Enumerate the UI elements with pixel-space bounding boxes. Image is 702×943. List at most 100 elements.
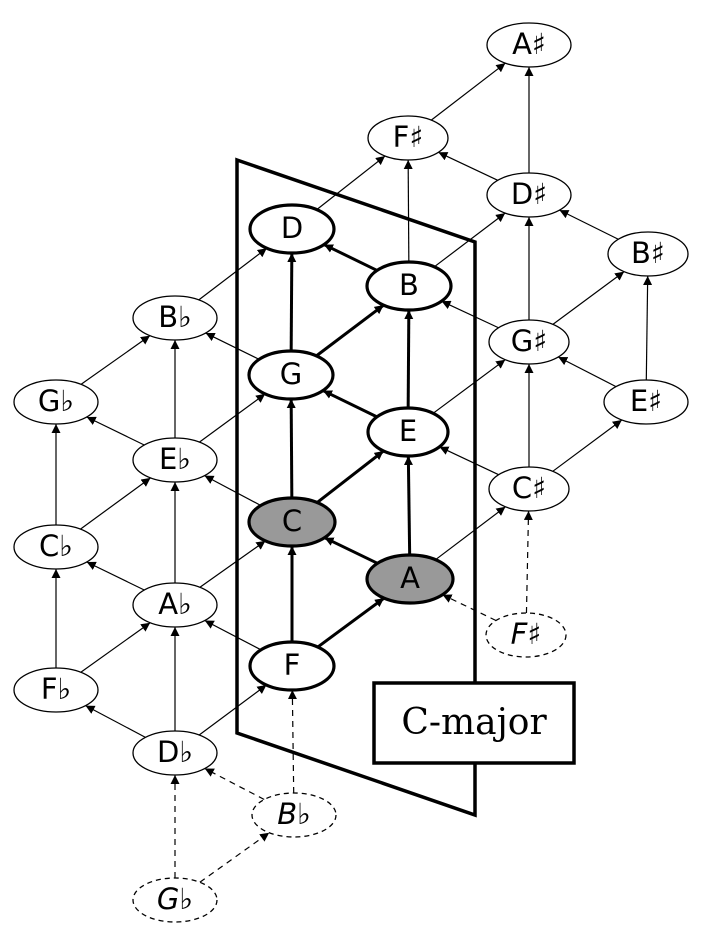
node-bsh: B♯ — [607, 231, 689, 277]
node-ellipse — [607, 231, 689, 277]
node-label: B — [399, 268, 419, 302]
edge-a-to-e — [403, 455, 413, 556]
node-label: F — [284, 648, 301, 682]
node-label: G — [280, 357, 302, 391]
node-ellipse — [365, 553, 455, 605]
node-ellipse — [488, 466, 570, 512]
edge-g-to-b — [315, 303, 385, 358]
node-label: C — [282, 504, 302, 538]
edge-bb2-to-db — [204, 767, 265, 801]
edge-csh-to-e — [439, 446, 499, 476]
node-gsh: G♯ — [488, 319, 570, 365]
edge-gb2-to-bb2 — [199, 832, 270, 883]
node-fsh: F♯ — [367, 115, 449, 161]
node-ellipse — [13, 379, 99, 425]
node-ellipse — [247, 349, 335, 401]
node-label: A — [400, 561, 420, 595]
edge-d-to-fsh — [316, 155, 386, 211]
c-major-box: C-major — [372, 681, 576, 765]
node-ellipse — [132, 295, 218, 341]
node-label: A♭ — [158, 587, 192, 621]
node-label: B♭ — [158, 300, 192, 334]
node-csh: C♯ — [488, 466, 570, 512]
c-major-plane — [235, 157, 477, 818]
edge-bsh-to-dsh — [559, 209, 619, 240]
node-ellipse — [13, 667, 99, 713]
edge-eb-to-gb — [86, 416, 145, 446]
node-label: D — [281, 211, 303, 245]
edge-esh-to-bsh — [643, 275, 653, 381]
edge-e-to-b — [404, 309, 414, 409]
node-label: G♭ — [38, 384, 74, 418]
node-ellipse — [488, 319, 570, 365]
node-label: B♯ — [631, 236, 665, 270]
edge-e-to-g — [322, 389, 378, 419]
edge-csh-to-esh — [552, 419, 623, 472]
edge-db-to-f — [198, 684, 267, 736]
node-b: B — [365, 260, 453, 312]
edge-fsh2-to-a — [442, 594, 497, 622]
node-label: F♯ — [511, 617, 542, 651]
c-major-box-frame — [372, 681, 576, 765]
node-label: D♭ — [157, 735, 193, 769]
node-ellipse — [366, 406, 450, 458]
edge-f-to-a — [316, 596, 385, 649]
edge-g-to-bb — [205, 332, 260, 360]
edge-gsh-to-b — [441, 300, 499, 329]
node-esh: E♯ — [603, 379, 689, 425]
edge-b-to-dsh — [433, 212, 506, 268]
node-ab: A♭ — [132, 582, 218, 628]
node-f: F — [248, 640, 336, 692]
node-g: G — [247, 349, 335, 401]
node-ellipse — [248, 203, 336, 255]
node-ash: A♯ — [486, 22, 572, 68]
edge-dsh-to-fsh — [438, 151, 499, 181]
node-ellipse — [132, 582, 218, 628]
edge-c-to-g — [286, 398, 296, 499]
node-ellipse — [13, 524, 99, 570]
node-ellipse — [486, 22, 572, 68]
edge-b-to-d — [323, 243, 378, 272]
node-label: E♭ — [159, 442, 191, 476]
node-ellipse — [247, 496, 337, 548]
edge-gb-to-bb — [80, 335, 151, 385]
node-cb: C♭ — [13, 524, 99, 570]
node-fsh2: F♯ — [485, 612, 567, 658]
edge-c-to-eb — [204, 475, 262, 507]
node-label: F♯ — [393, 120, 424, 154]
edge-bb2-to-f — [287, 689, 297, 794]
node-ellipse — [248, 640, 336, 692]
node-db: D♭ — [132, 730, 218, 776]
node-fb: F♭ — [13, 667, 99, 713]
node-ellipse — [485, 612, 567, 658]
node-ellipse — [367, 115, 449, 161]
edge-a-to-c — [323, 536, 379, 565]
node-bb: B♭ — [132, 295, 218, 341]
node-label: E♯ — [630, 384, 662, 418]
node-ellipse — [132, 730, 218, 776]
edge-ab-to-c — [199, 540, 266, 588]
node-label: G♭ — [157, 882, 193, 916]
c-major-label: C-major — [401, 702, 547, 743]
node-ellipse — [251, 792, 337, 838]
edge-e-to-gsh — [432, 359, 506, 414]
node-label: C♯ — [512, 471, 546, 505]
node-ellipse — [603, 379, 689, 425]
node-a: A — [365, 553, 455, 605]
edge-c-to-e — [316, 449, 385, 504]
edge-fsh-to-ash — [430, 62, 506, 121]
edge-db-to-fb — [85, 705, 146, 738]
edge-ab-to-cb — [86, 561, 145, 591]
edge-bb-to-d — [198, 247, 268, 301]
edge-b-to-fsh — [403, 159, 413, 263]
node-eb: E♭ — [132, 437, 218, 483]
edge-fb-to-ab — [80, 622, 151, 673]
edge-eb-to-g — [199, 393, 266, 443]
node-c: C — [247, 496, 337, 548]
node-gb2: G♭ — [132, 877, 218, 923]
node-e: E — [366, 406, 450, 458]
node-d: D — [248, 203, 336, 255]
edge-g-to-d — [287, 252, 297, 352]
node-ellipse — [132, 437, 218, 483]
node-label: G♯ — [511, 324, 548, 358]
